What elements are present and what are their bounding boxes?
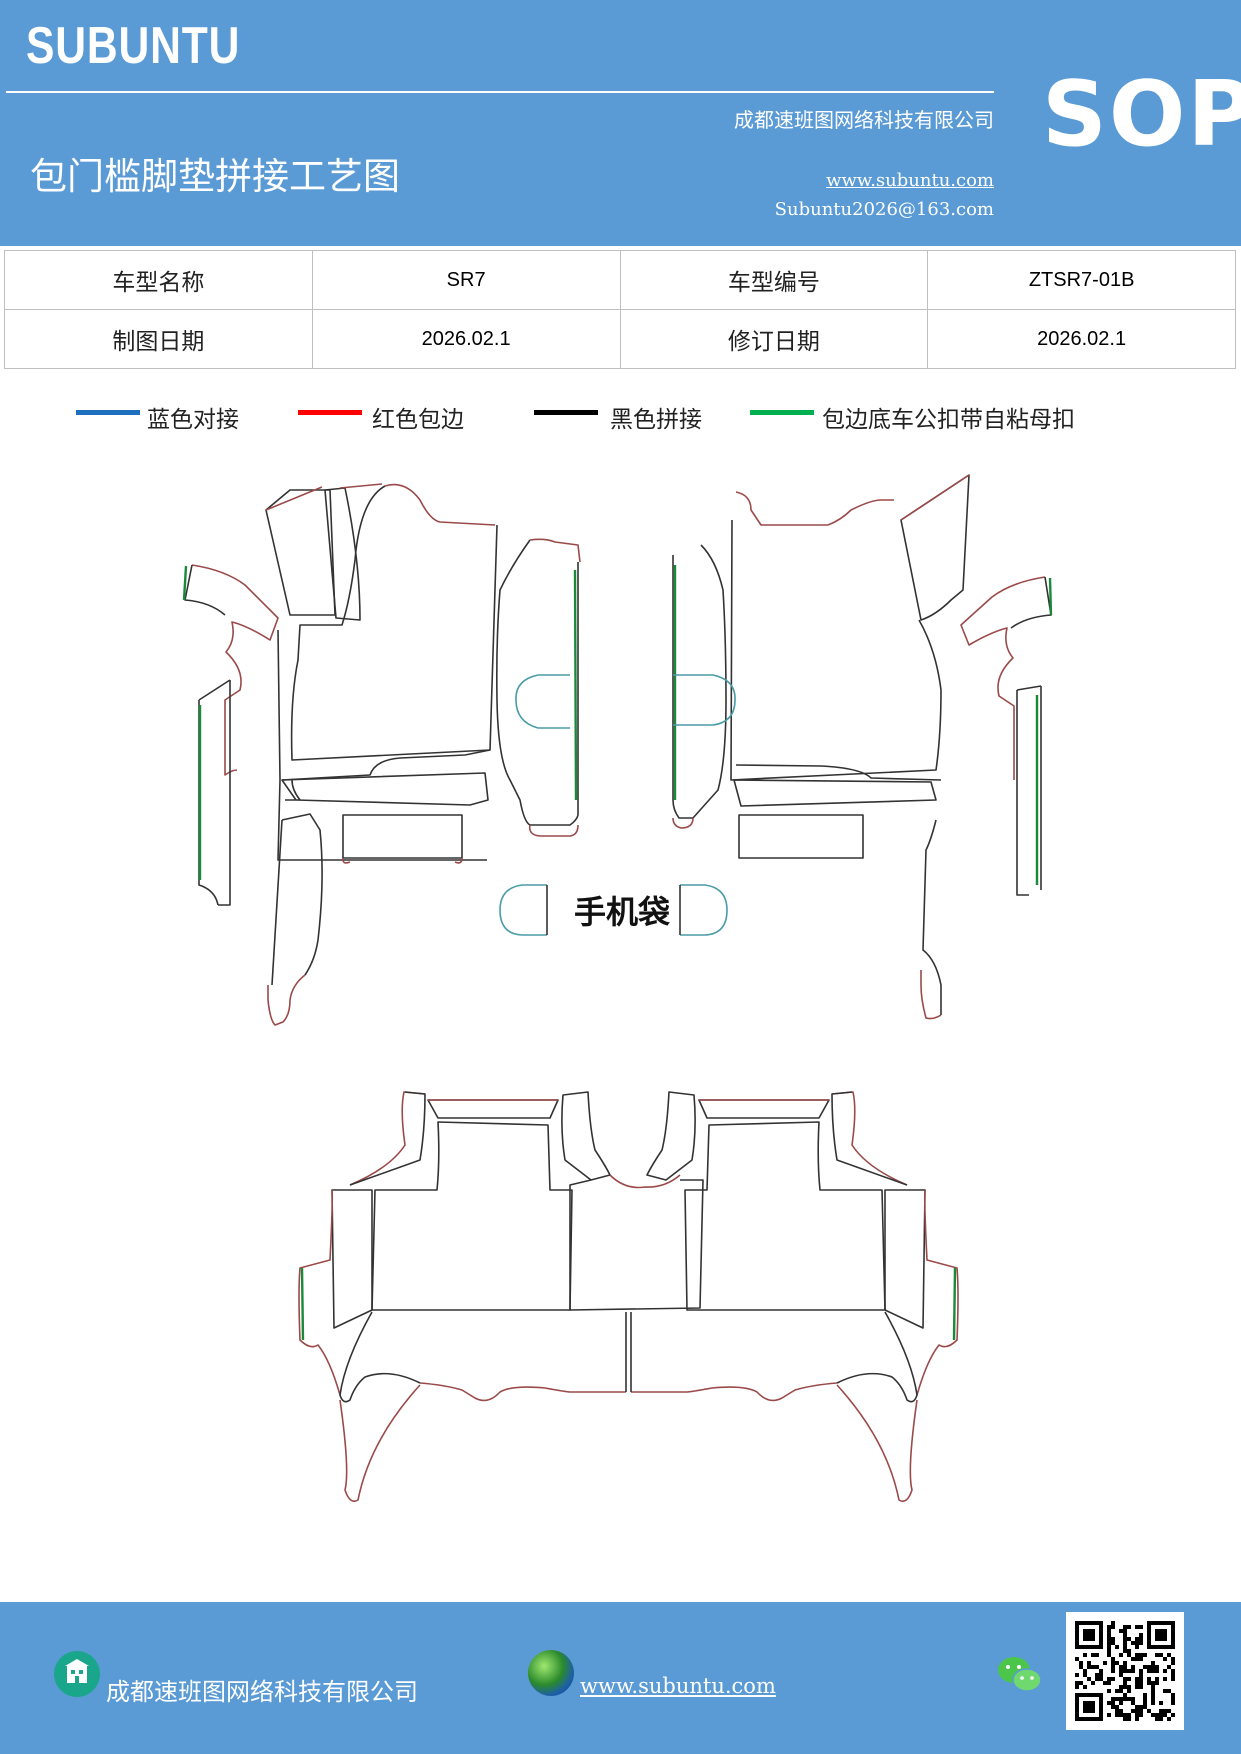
legend-label: 包边底车公扣带自粘母扣 xyxy=(822,407,1075,433)
front-left-mat-group xyxy=(182,483,581,1026)
front-right-mat-group xyxy=(672,474,1053,1020)
header-divider xyxy=(6,91,994,93)
globe-icon xyxy=(528,1650,574,1696)
header-company: 成都速班图网络科技有限公司 xyxy=(734,108,994,132)
drawing-date-label: 制图日期 xyxy=(4,309,313,369)
revision-date-value: 2026.02.1 xyxy=(927,309,1236,369)
model-code-value: ZTSR7-01B xyxy=(927,250,1236,310)
header-email: Subuntu2026@163.com xyxy=(774,199,994,220)
wechat-icon[interactable] xyxy=(996,1654,1044,1696)
rear-mat-group xyxy=(298,1091,959,1503)
legend-swatch-red xyxy=(298,410,362,415)
page-title: 包门槛脚垫拼接工艺图 xyxy=(30,155,400,198)
legend-label: 黑色拼接 xyxy=(610,407,702,433)
model-name-label: 车型名称 xyxy=(4,250,313,310)
footer-website-link[interactable]: www.subuntu.com xyxy=(580,1674,776,1698)
model-name-value: SR7 xyxy=(311,250,621,310)
vehicle-info-table: 车型名称 SR7 车型编号 ZTSR7-01B 制图日期 2026.02.1 修… xyxy=(4,250,1236,369)
header-website-link[interactable]: www.subuntu.com xyxy=(826,170,994,191)
qr-code-icon xyxy=(1066,1612,1184,1730)
legend-label: 红色包边 xyxy=(372,407,464,433)
footer-banner: 成都速班图网络科技有限公司 www.subuntu.com xyxy=(0,1602,1241,1754)
sop-badge: SOP xyxy=(1042,62,1241,167)
table-row: 制图日期 2026.02.1 修订日期 2026.02.1 xyxy=(4,309,1236,369)
footer-company: 成都速班图网络科技有限公司 xyxy=(106,1678,418,1706)
legend-swatch-blue xyxy=(76,410,140,415)
brand-logo: SUBUNTU xyxy=(26,17,241,75)
phone-bag-label: 手机袋 xyxy=(574,893,670,931)
model-code-label: 车型编号 xyxy=(619,250,929,310)
legend-label: 蓝色对接 xyxy=(147,407,239,433)
phone-bag-pockets xyxy=(499,884,728,936)
table-row: 车型名称 SR7 车型编号 ZTSR7-01B xyxy=(4,250,1236,310)
legend-swatch-black xyxy=(534,410,598,415)
floor-mat-diagram: 手机袋 xyxy=(182,474,1053,1503)
revision-date-label: 修订日期 xyxy=(619,309,929,369)
drawing-date-value: 2026.02.1 xyxy=(311,309,621,369)
header-banner: SUBUNTU SOP 成都速班图网络科技有限公司 包门槛脚垫拼接工艺图 www… xyxy=(0,0,1241,246)
building-icon xyxy=(54,1651,100,1697)
legend-swatch-green xyxy=(750,410,814,415)
